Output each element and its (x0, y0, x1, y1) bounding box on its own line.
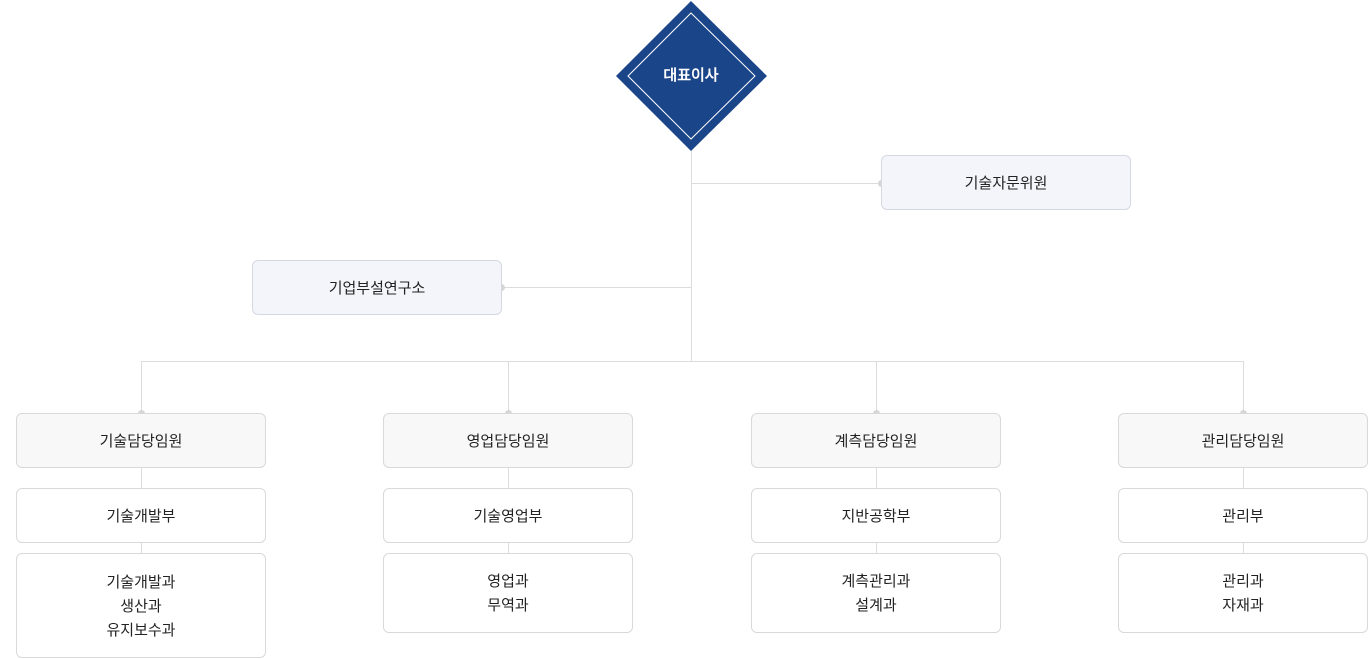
executive-box: 영업담당임원 (383, 413, 633, 468)
branch-drop-line (508, 361, 509, 413)
branch-drop-line (1243, 361, 1244, 413)
branch-drop-line (141, 361, 142, 413)
advisory-connector (691, 183, 881, 184)
teams-box: 관리과 자재과 (1118, 553, 1368, 633)
teams-box: 계측관리과 설계과 (751, 553, 1001, 633)
department-box: 기술개발부 (16, 488, 266, 543)
department-box: 관리부 (1118, 488, 1368, 543)
teams-box: 기술개발과 생산과 유지보수과 (16, 553, 266, 658)
branch-drop-line (876, 361, 877, 413)
executive-box: 기술담당임원 (16, 413, 266, 468)
trunk-line (691, 150, 692, 361)
executive-box: 계측담당임원 (751, 413, 1001, 468)
branch-bus-line (141, 361, 1244, 362)
research-connector (501, 287, 691, 288)
advisory-committee-box: 기술자문위원 (881, 155, 1131, 210)
research-institute-box: 기업부설연구소 (252, 260, 502, 315)
department-box: 지반공학부 (751, 488, 1001, 543)
executive-box: 관리담당임원 (1118, 413, 1368, 468)
department-box: 기술영업부 (383, 488, 633, 543)
teams-box: 영업과 무역과 (383, 553, 633, 633)
ceo-label: 대표이사 (663, 66, 719, 84)
